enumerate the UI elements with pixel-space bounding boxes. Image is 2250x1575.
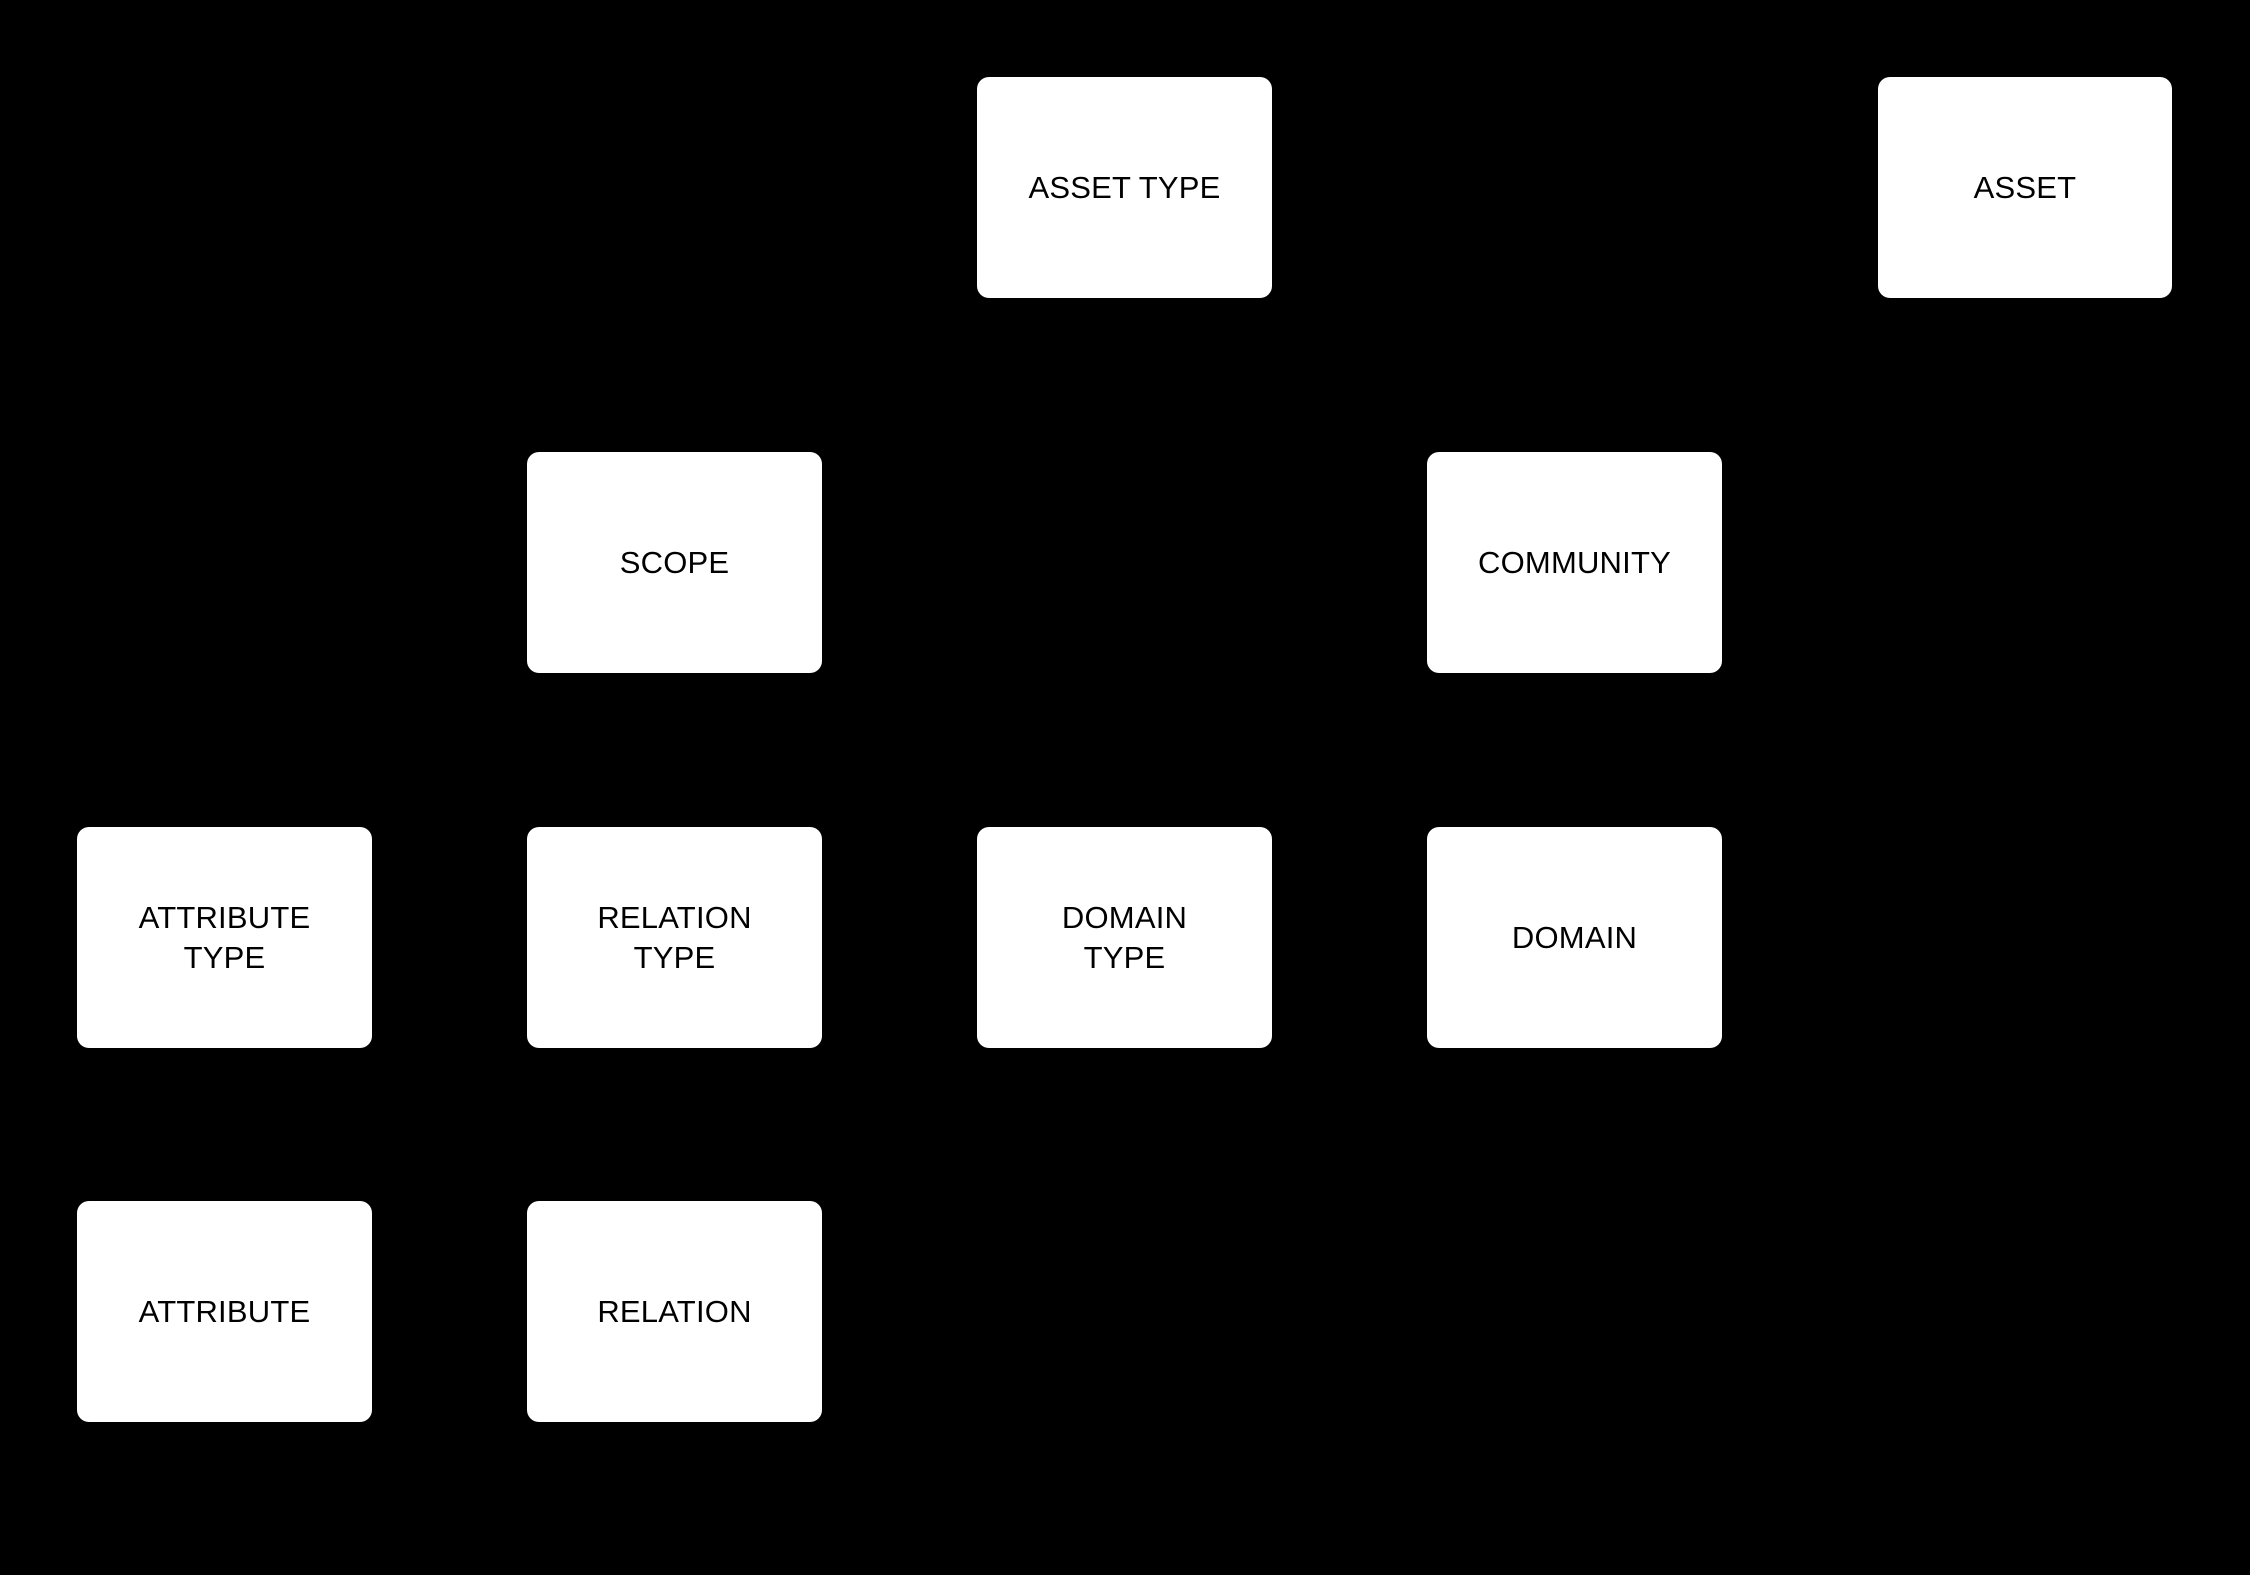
- node-label-relation: RELATION: [597, 1293, 752, 1329]
- node-label-relation-type: RELATION TYPE: [597, 899, 752, 975]
- node-scope[interactable]: SCOPE: [527, 452, 822, 673]
- node-asset-type[interactable]: ASSET TYPE: [977, 77, 1272, 298]
- node-label-attribute: ATTRIBUTE: [138, 1293, 311, 1329]
- node-label-community: COMMUNITY: [1478, 544, 1671, 580]
- node-label-scope: SCOPE: [619, 544, 730, 580]
- node-domain-type[interactable]: DOMAIN TYPE: [977, 827, 1272, 1048]
- node-domain[interactable]: DOMAIN: [1427, 827, 1722, 1048]
- node-community[interactable]: COMMUNITY: [1427, 452, 1722, 673]
- node-asset[interactable]: ASSET: [1878, 77, 2172, 298]
- node-label-asset: ASSET: [1973, 169, 2077, 205]
- node-relation-type[interactable]: RELATION TYPE: [527, 827, 822, 1048]
- node-label-attribute-type: ATTRIBUTE TYPE: [138, 899, 311, 975]
- node-label-domain: DOMAIN: [1511, 919, 1638, 955]
- node-attribute-type[interactable]: ATTRIBUTE TYPE: [77, 827, 372, 1048]
- node-relation[interactable]: RELATION: [527, 1201, 822, 1422]
- node-label-domain-type: DOMAIN TYPE: [1061, 899, 1188, 975]
- node-label-asset-type: ASSET TYPE: [1028, 169, 1221, 205]
- node-attribute[interactable]: ATTRIBUTE: [77, 1201, 372, 1422]
